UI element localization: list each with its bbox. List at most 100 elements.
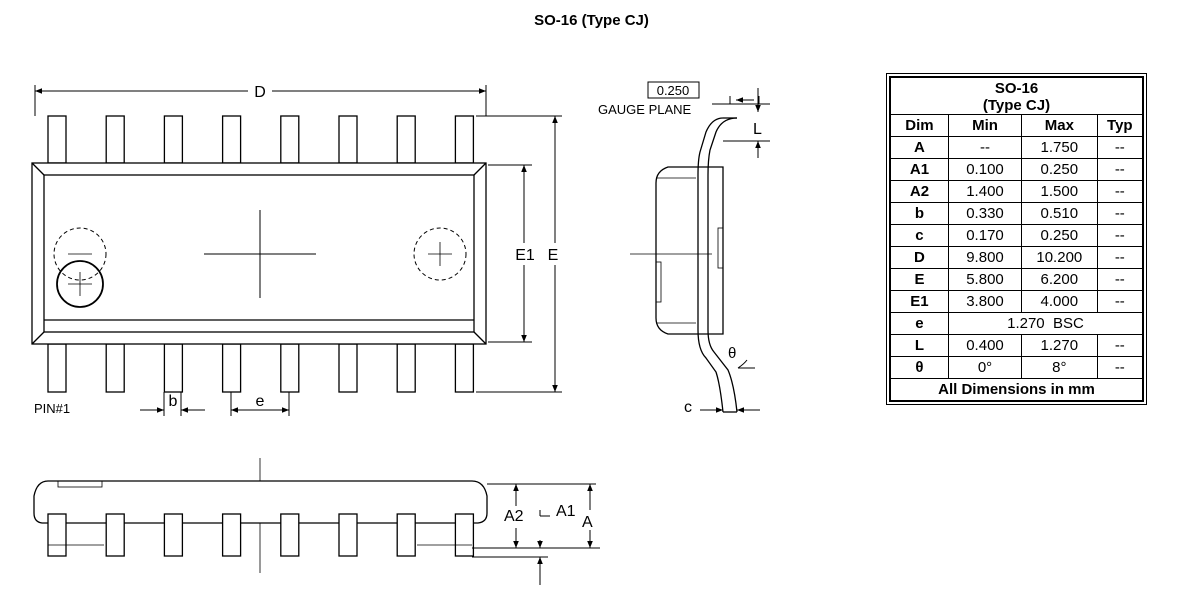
dim-label-theta: θ [728, 345, 736, 362]
theta-c-annotation [700, 359, 760, 413]
row-min: 0.100 [947, 158, 1023, 181]
row-min: -- [947, 136, 1023, 159]
row-min: 0.400 [947, 334, 1023, 357]
front-lead [454, 513, 475, 557]
front-lead [221, 513, 242, 557]
front-lead [47, 513, 67, 557]
row-min: 1.400 [947, 180, 1023, 203]
dim-label-L: L [753, 121, 762, 138]
table-title-line2: (Type CJ) [982, 97, 1051, 114]
pin1-indicator-icon [56, 260, 104, 308]
row-typ: -- [1096, 334, 1144, 357]
row-typ: -- [1096, 224, 1144, 247]
top-lead [47, 115, 67, 164]
col-header-dim: Dim [890, 114, 949, 137]
top-lead [221, 115, 242, 164]
row-typ: -- [1096, 180, 1144, 203]
table-footer: All Dimensions in mm [890, 378, 1143, 401]
dim-label-A1: A1 [556, 503, 576, 520]
top-lead [105, 115, 125, 164]
bottom-lead [105, 343, 125, 393]
bottom-lead [280, 343, 300, 393]
side-view [630, 117, 738, 413]
top-lead [280, 115, 300, 164]
row-typ: -- [1096, 356, 1144, 379]
dim-label-D: D [254, 84, 266, 101]
top-lead [454, 115, 475, 164]
row-bsc-value: 1.270 BSC [947, 312, 1144, 335]
row-max: 1.750 [1021, 136, 1098, 159]
row-max: 0.250 [1021, 158, 1098, 181]
bottom-lead [221, 343, 242, 393]
row-min: 3.800 [947, 290, 1023, 313]
row-max: 4.000 [1021, 290, 1098, 313]
gauge-plane-annotation [647, 81, 770, 158]
front-lead [396, 513, 416, 557]
row-dim: θ [890, 356, 949, 379]
package-body-inner [43, 174, 475, 333]
row-min: 5.800 [947, 268, 1023, 291]
col-header-min: Min [947, 114, 1023, 137]
ejector-mark-right [413, 227, 467, 281]
row-dim: A2 [890, 180, 949, 203]
row-min: 0.170 [947, 224, 1023, 247]
dim-label-e: e [256, 393, 265, 410]
row-typ: -- [1096, 136, 1144, 159]
row-max: 1.500 [1021, 180, 1098, 203]
gauge-plane-label: GAUGE PLANE [598, 102, 692, 117]
top-lead [338, 115, 358, 164]
row-min: 9.800 [947, 246, 1023, 269]
dim-label-E: E [548, 247, 559, 264]
dim-label-c: c [684, 399, 692, 416]
row-max: 0.250 [1021, 224, 1098, 247]
front-lead [105, 513, 125, 557]
row-dim: E1 [890, 290, 949, 313]
pin1-label: PIN#1 [34, 401, 70, 416]
bottom-lead [47, 343, 67, 393]
row-typ: -- [1096, 290, 1144, 313]
row-dim: D [890, 246, 949, 269]
col-header-max: Max [1021, 114, 1098, 137]
row-typ: -- [1096, 202, 1144, 225]
col-header-typ: Typ [1096, 114, 1144, 137]
row-dim: L [890, 334, 949, 357]
gauge-value-box [647, 81, 700, 99]
top-leads [47, 115, 475, 164]
table-row-e: e 1.270 BSC [890, 312, 1144, 335]
row-min: 0° [947, 356, 1023, 379]
row-max: 1.270 [1021, 334, 1098, 357]
gull-wing-lead [697, 117, 724, 413]
row-min: 0.330 [947, 202, 1023, 225]
drawing-title: SO-16 (Type CJ) [534, 12, 649, 29]
row-max: 0.510 [1021, 202, 1098, 225]
bottom-lead [163, 343, 184, 393]
dimension-table: SO-16 (Type CJ) Dim Min Max Typ A--1.750… [886, 73, 1147, 405]
row-dim: e [890, 312, 949, 335]
bottom-lead [454, 343, 475, 393]
row-max: 6.200 [1021, 268, 1098, 291]
row-dim: E [890, 268, 949, 291]
row-dim: b [890, 202, 949, 225]
bottom-lead [396, 343, 416, 393]
top-lead [163, 115, 184, 164]
dimension-E1-E [476, 115, 562, 393]
row-max: 8° [1021, 356, 1098, 379]
gauge-value: 0.250 [657, 83, 690, 98]
ejector-mark-left [53, 227, 107, 281]
top-view [31, 115, 487, 393]
dim-label-b: b [169, 393, 178, 410]
front-lead [338, 513, 358, 557]
dim-label-A2: A2 [504, 508, 524, 525]
table-title-line1: SO-16 [994, 80, 1039, 97]
row-max: 10.200 [1021, 246, 1098, 269]
row-dim: A [890, 136, 949, 159]
row-typ: -- [1096, 158, 1144, 181]
dim-label-E1: E1 [515, 247, 535, 264]
row-typ: -- [1096, 268, 1144, 291]
